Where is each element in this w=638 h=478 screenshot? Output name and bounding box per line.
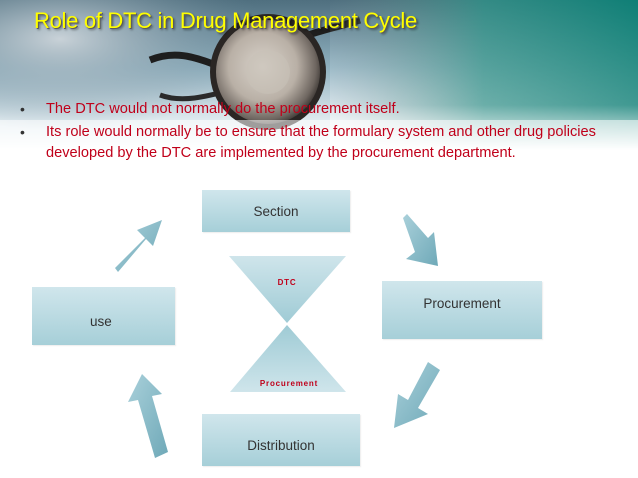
cycle-box-procurement: Procurement	[382, 281, 542, 339]
cycle-box-distribution: Distribution	[202, 414, 360, 466]
arrow-distribution-to-use	[128, 374, 168, 458]
arrow-section-to-procurement	[403, 214, 438, 266]
bullet-text: The DTC would not normally do the procur…	[46, 101, 400, 117]
procurement-center-label: Procurement	[260, 379, 318, 388]
header-stethoscope-photo	[0, 0, 638, 150]
bullet-item: • The DTC would not normally do the procu…	[20, 99, 620, 120]
arrow-procurement-to-distribution	[394, 362, 440, 428]
dtc-triangle	[229, 256, 346, 323]
cycle-box-use: use	[32, 287, 175, 345]
cycle-box-label: Procurement	[423, 295, 501, 311]
cycle-box-label: use	[90, 313, 112, 329]
bullet-dot-icon: •	[20, 101, 25, 117]
arrow-use-to-section	[115, 220, 162, 272]
bullet-dot-icon: •	[20, 124, 25, 140]
procurement-triangle	[230, 325, 346, 392]
cycle-box-section: Section	[202, 190, 350, 232]
bullet-text: Its role would normally be to ensure tha…	[46, 124, 596, 161]
dtc-label: DTC	[278, 278, 297, 287]
cycle-box-label: Distribution	[247, 437, 315, 453]
bullet-item: • Its role would normally be to ensure th…	[20, 122, 620, 164]
cycle-box-label: Section	[253, 203, 299, 219]
slide-title: Role of DTC in Drug Management Cycle	[34, 8, 417, 33]
bullet-list: • The DTC would not normally do the procu…	[20, 99, 620, 166]
